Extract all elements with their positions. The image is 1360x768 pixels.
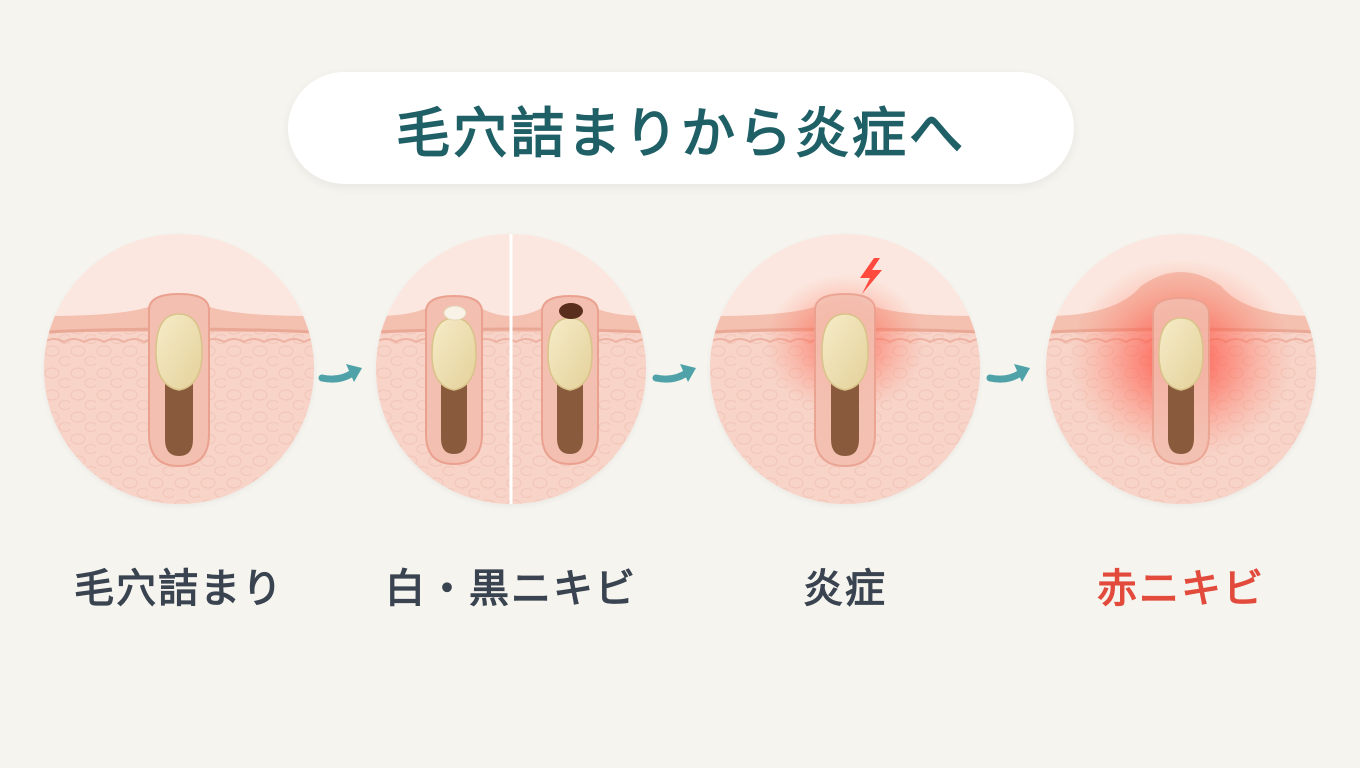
stage-label-comedone: 白・黒ニキビ [385, 566, 637, 612]
title-banner: 毛穴詰まりから炎症へ [288, 72, 1074, 184]
arrow-right-icon [318, 364, 362, 383]
arrow-right-icon [652, 364, 696, 383]
red-pimple-icon [1046, 234, 1316, 504]
stage-label-clogged-pore: 毛穴詰まり [74, 566, 284, 612]
stage-label-inflammation: 炎症 [803, 566, 887, 612]
arrow-right-icon [986, 364, 1030, 383]
stage-label-red-pimple: 赤ニキビ [1097, 566, 1265, 612]
lightning-icon [860, 258, 882, 294]
inflamed-pore-icon [710, 234, 980, 504]
white-black-comedone-icon [376, 234, 646, 504]
clogged-pore-icon [44, 234, 314, 504]
diagram-title: 毛穴詰まりから炎症へ [396, 101, 966, 165]
